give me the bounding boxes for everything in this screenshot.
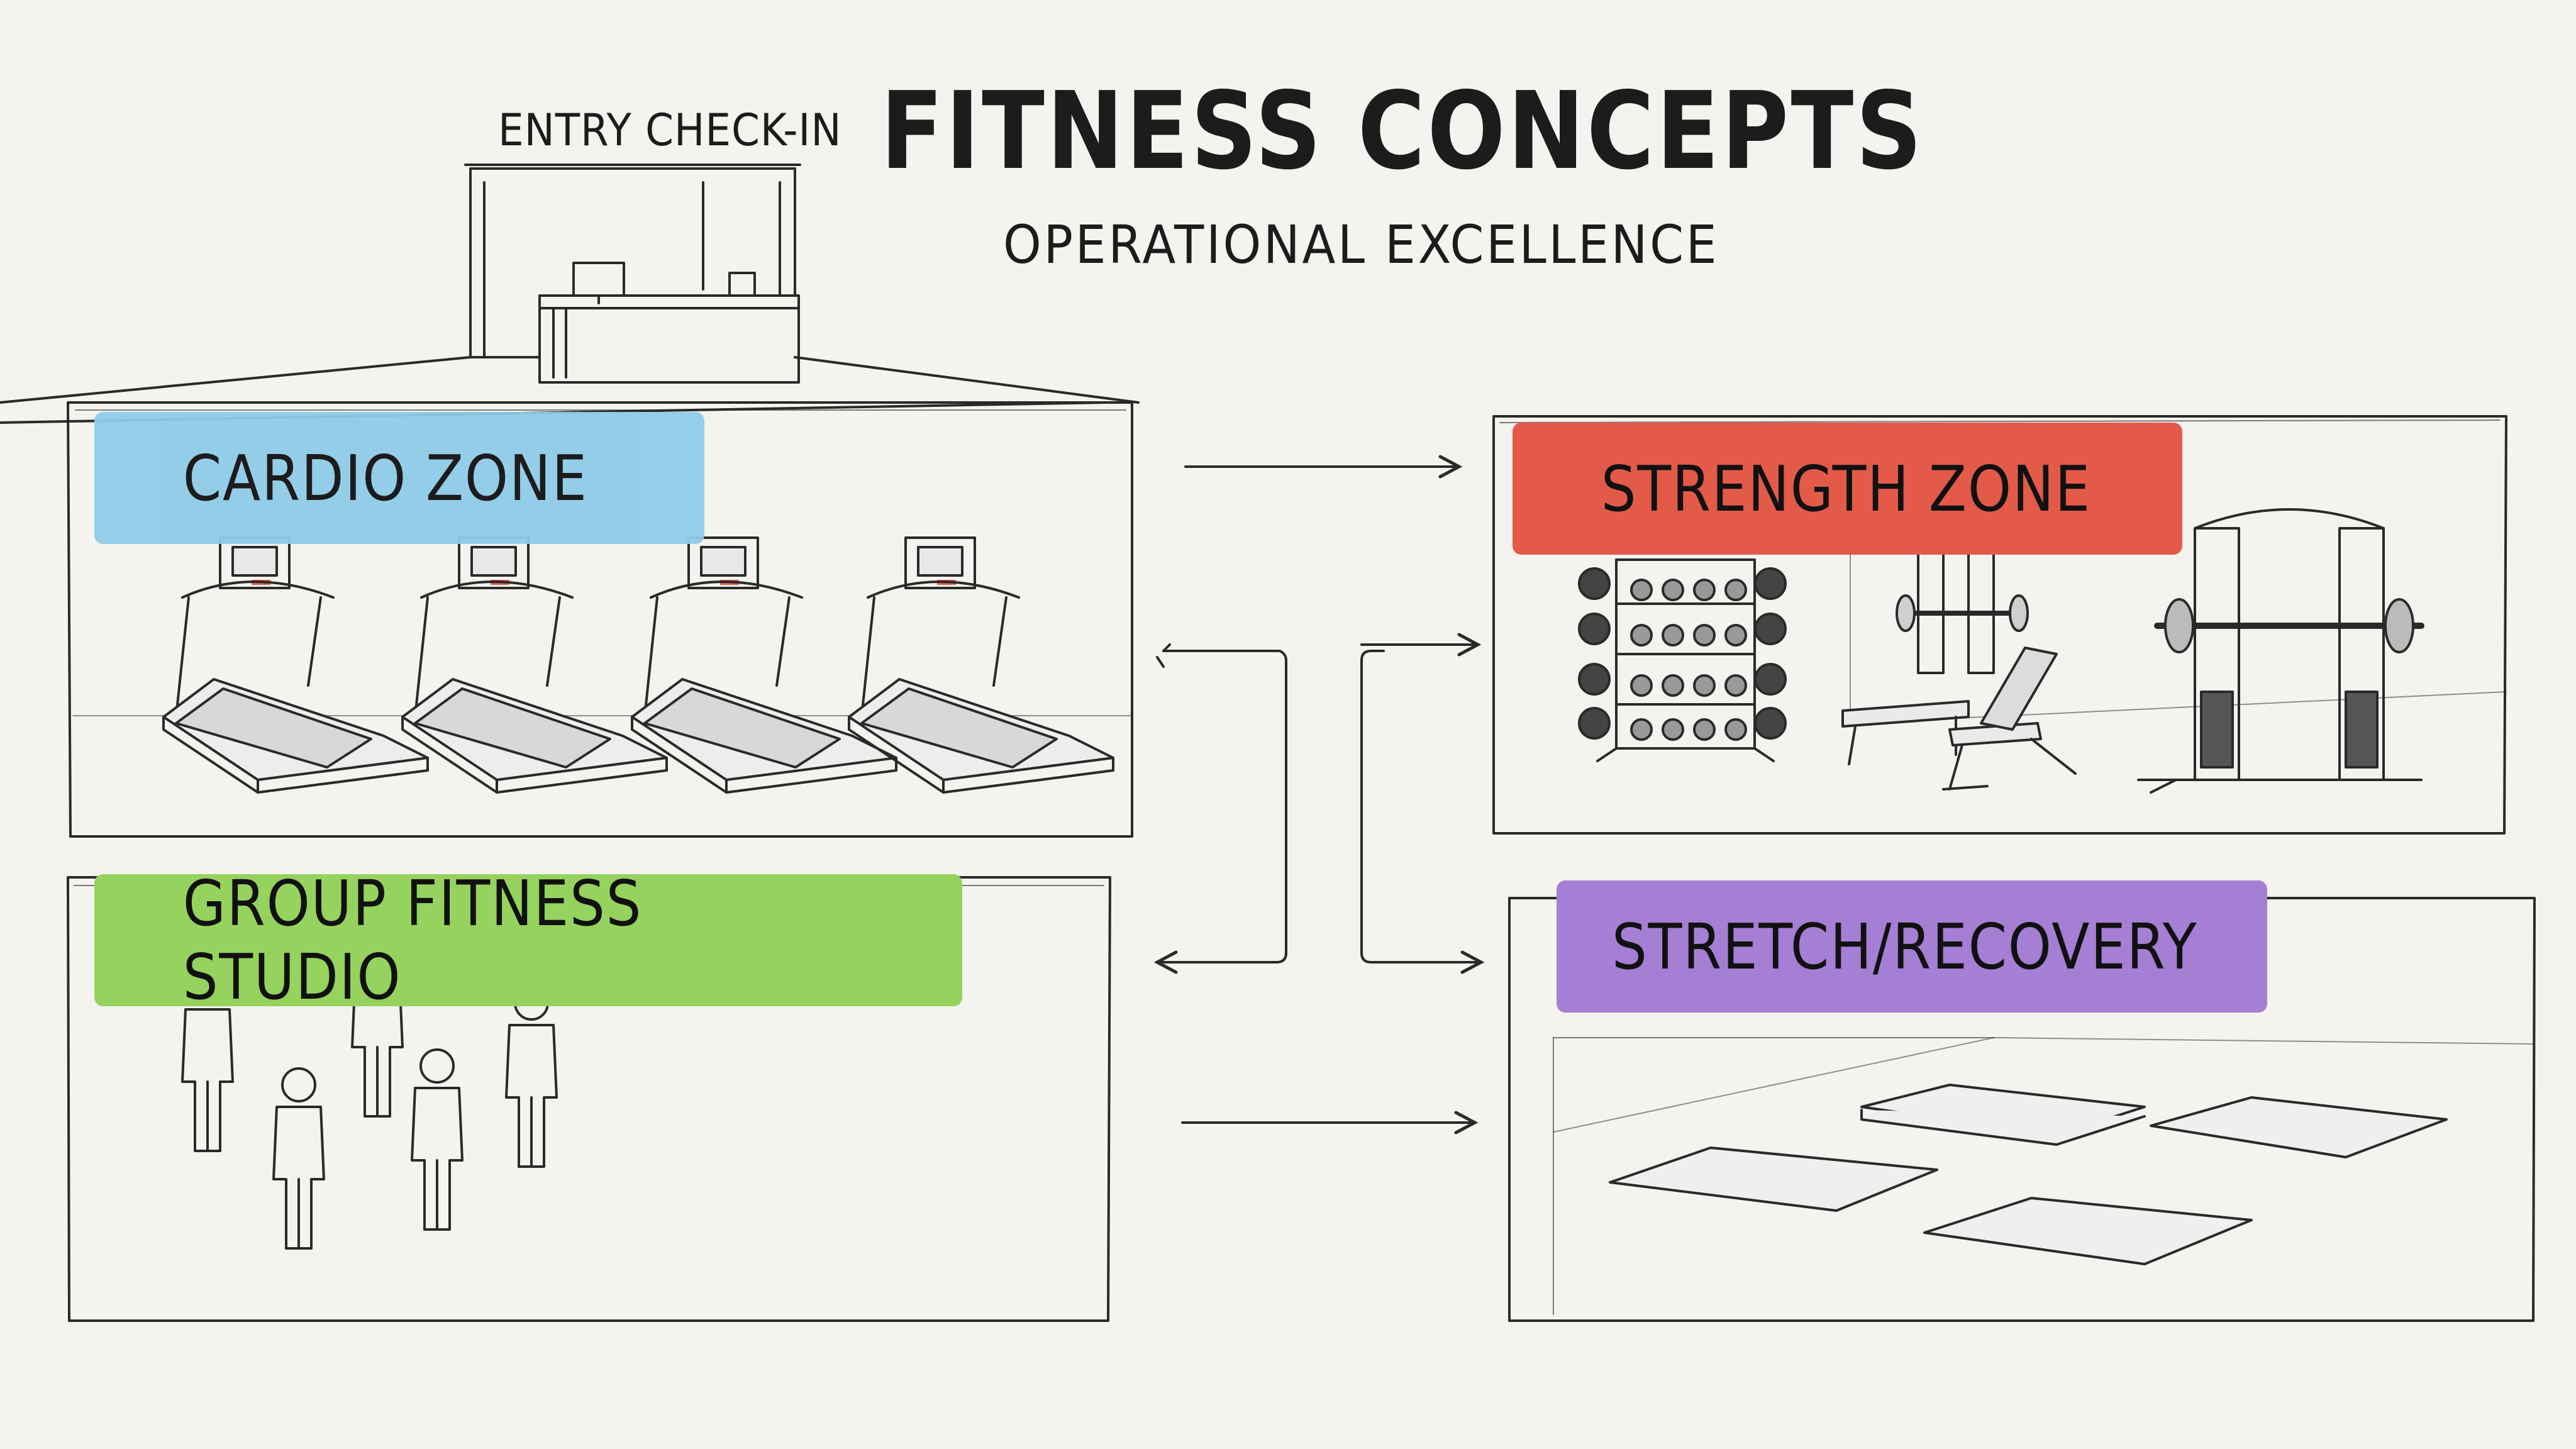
page-title: FITNESS CONCEPTS — [880, 69, 1924, 194]
stretch-mat — [1860, 1109, 2146, 1146]
dumbbell — [1754, 663, 1787, 696]
strength-zone-label: STRENGTH ZONE — [1513, 423, 2182, 555]
dumbbell — [1754, 613, 1787, 645]
dumbbell — [1578, 663, 1611, 696]
dumbbell — [1754, 567, 1787, 600]
entry-checkin-booth — [0, 164, 1140, 424]
dumbbell — [1578, 613, 1611, 645]
treadmill — [631, 536, 897, 794]
stretch-mats — [1609, 1084, 2448, 1265]
adjustable-bench — [1942, 647, 2077, 791]
page-subtitle: OPERATIONAL EXCELLENCE — [1003, 214, 1719, 275]
strength-zone-text: STRENGTH ZONE — [1601, 452, 2091, 526]
group-zone-label: GROUP FITNESS STUDIO — [94, 867, 962, 1014]
stretch-zone-text: STRETCH/RECOVERY — [1612, 909, 2198, 984]
flow-arrows — [1153, 455, 1485, 1135]
smith-machine — [2137, 508, 2424, 794]
treadmill — [848, 536, 1114, 794]
dumbbell — [1578, 707, 1611, 740]
cardio-zone-label: CARDIO ZONE — [94, 412, 704, 544]
stretch-mat — [1609, 1146, 1938, 1212]
dumbbell-rack — [1578, 558, 1787, 762]
group-zone-text: GROUP FITNESS STUDIO — [182, 867, 643, 1014]
person-figure — [272, 1067, 325, 1250]
stretch-mat — [1923, 1197, 2253, 1265]
dumbbell — [1754, 707, 1787, 740]
dumbbell — [1578, 567, 1611, 600]
stretch-mat — [2150, 1096, 2448, 1158]
treadmill-group — [162, 536, 1114, 794]
person-figure — [411, 1048, 464, 1231]
bench-press — [1841, 533, 2029, 765]
stretch-zone-label: STRETCH/RECOVERY — [1557, 880, 2267, 1013]
cardio-zone-text: CARDIO ZONE — [182, 441, 588, 515]
entry-checkin-label: ENTRY CHECK-IN — [498, 104, 842, 156]
treadmill — [162, 536, 429, 794]
treadmill — [401, 536, 668, 794]
